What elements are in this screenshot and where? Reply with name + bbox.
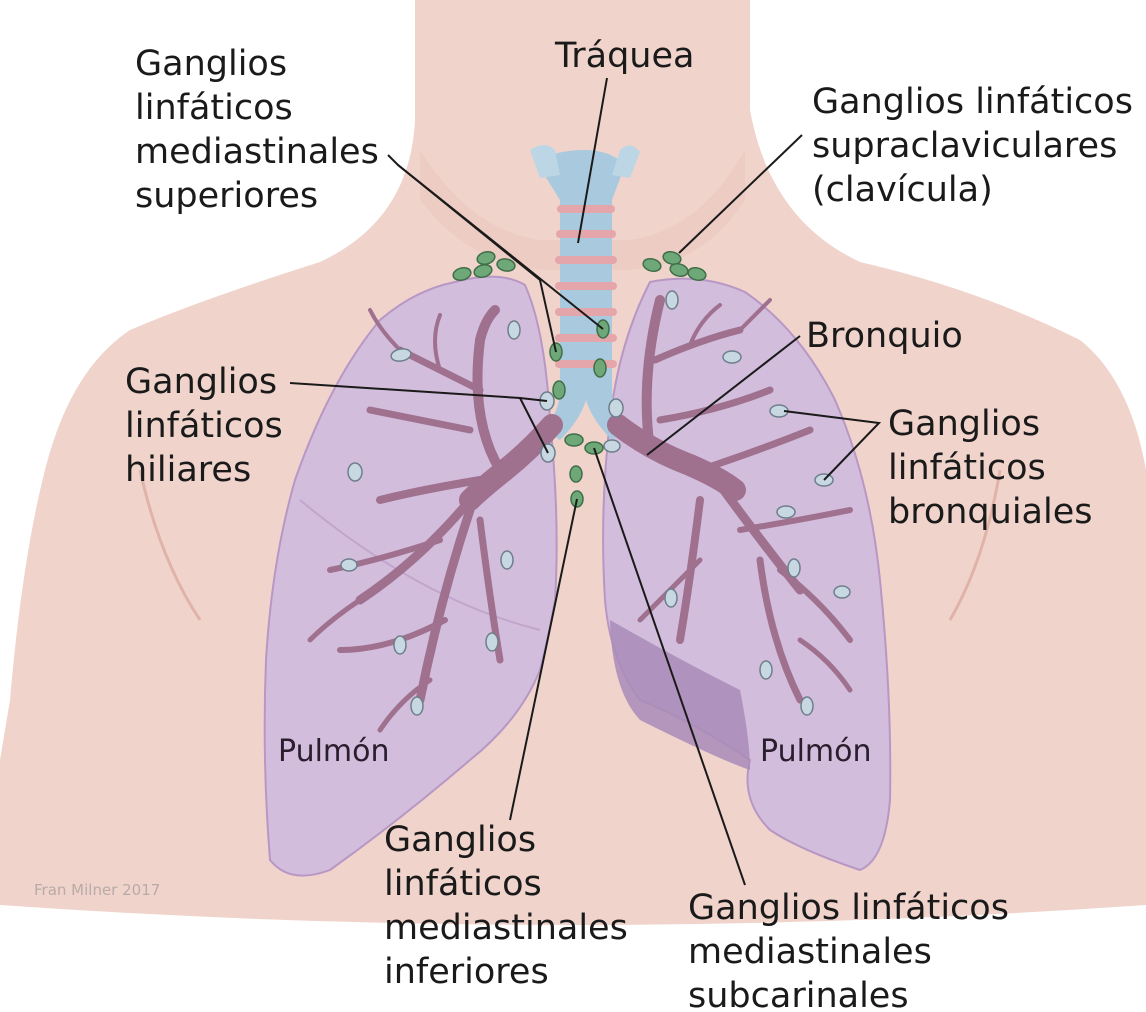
artist-credit: Fran Milner 2017	[34, 881, 160, 899]
supraclavicular-label: Ganglios linfáticos supraclaviculares (c…	[812, 80, 1133, 212]
inferior-mediastinal-label: Ganglios linfáticos mediastinales inferi…	[384, 818, 628, 994]
left-lung-label: Pulmón	[278, 734, 390, 770]
bronchus-label: Bronquio	[806, 314, 963, 358]
superior-mediastinal-label: Ganglios linfáticos mediastinales superi…	[135, 42, 379, 218]
trachea-label: Tráquea	[555, 34, 694, 78]
bronchial-label: Ganglios linfáticos bronquiales	[888, 402, 1093, 534]
subcarinal-label: Ganglios linfáticos mediastinales subcar…	[688, 886, 1009, 1012]
right-lung-label: Pulmón	[760, 734, 872, 770]
hilar-label: Ganglios linfáticos hiliares	[125, 360, 283, 492]
